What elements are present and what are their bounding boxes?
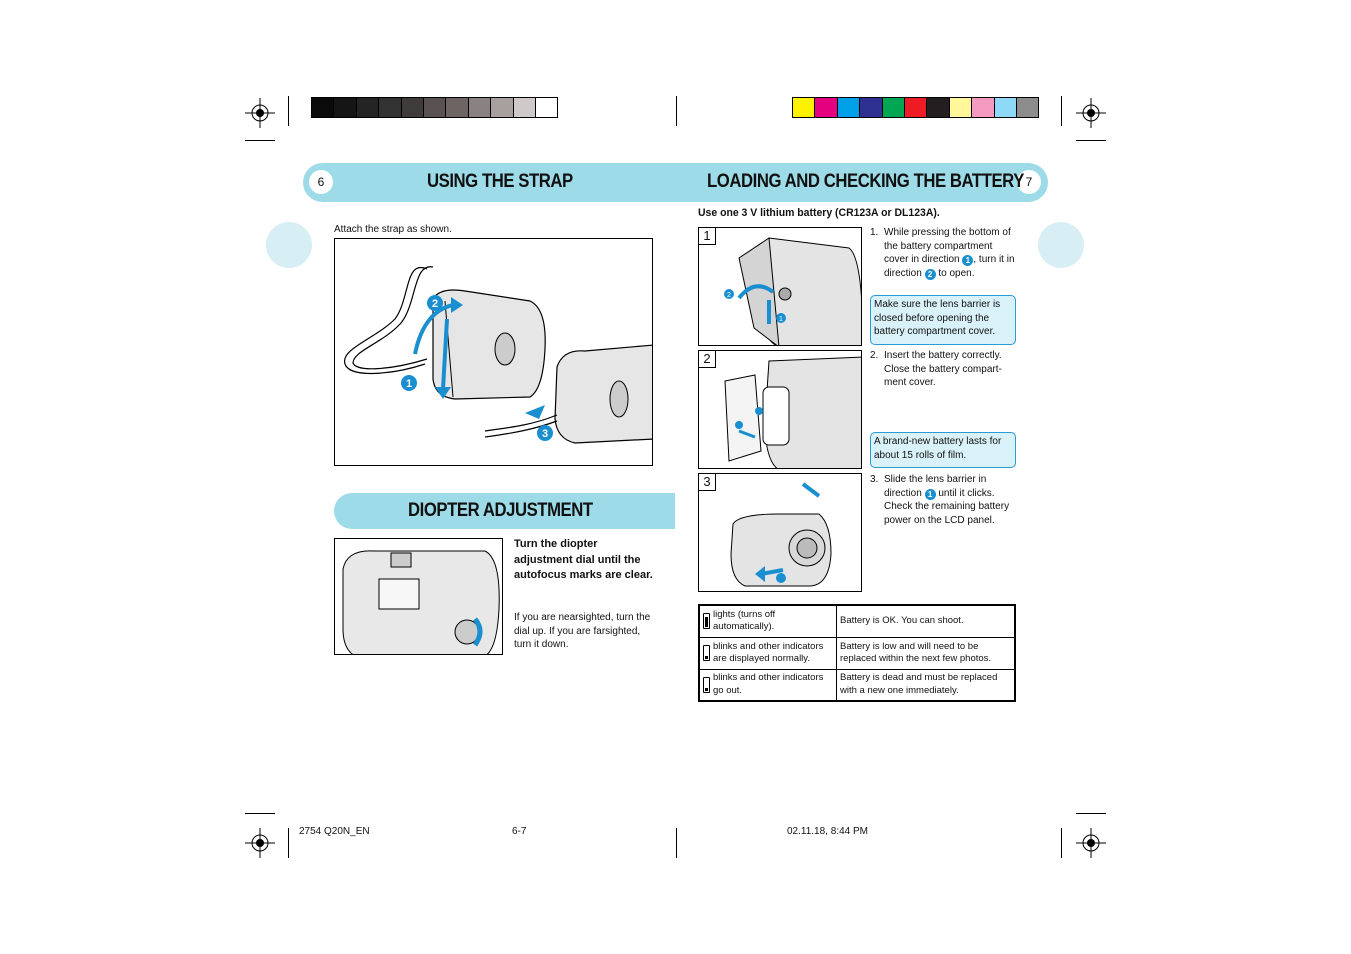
step-2-number: 2 [699,351,716,368]
battery-empty-icon [703,676,710,693]
step-3-illustration: 3 [698,473,862,592]
decorative-circle [266,222,312,268]
color-swatch [355,97,380,118]
diopter-instruction: If you are nearsighted, turn the dial up… [514,612,651,650]
direction-1-badge: 1 [924,488,936,500]
step-2-text: 2. Insert the battery correctly. Close t… [870,350,1002,388]
crop-mark [676,96,677,126]
svg-text:1: 1 [406,378,412,390]
crop-mark [676,828,677,858]
color-swatch [400,97,424,118]
color-swatch [926,97,950,118]
color-swatch [467,97,492,118]
color-swatch [792,97,816,118]
table-row: lights (turns off automatically). Batter… [698,604,1016,638]
meaning-cell: Battery is dead and must be replaced wit… [836,668,1016,702]
battery-low-icon [703,645,710,661]
meaning-cell: Battery is OK. You can shoot. [836,604,1016,638]
color-swatch [445,97,469,118]
direction-1-badge: 1 [962,255,974,266]
color-swatch [814,97,838,118]
color-swatch [904,97,928,118]
footer-date: 02.11.18, 8:44 PM [787,826,868,837]
svg-text:1: 1 [779,316,783,323]
registration-mark-icon [1076,828,1106,858]
page-number-left: 6 [309,170,333,194]
indicator-cell: lights (turns off automatically). [698,604,837,638]
svg-text:2: 2 [432,298,438,310]
lens-barrier-note: Make sure the lens barrier is closed bef… [870,295,1016,345]
indicator-cell: blinks and other indicators go out. [698,668,837,702]
color-swatch [971,97,995,118]
section-title-strap: USING THE STRAP [427,171,573,192]
color-swatch [859,97,883,118]
color-swatch [378,97,402,118]
crop-mark [1061,96,1062,126]
svg-text:3: 3 [542,428,548,440]
battery-full-icon [703,613,710,630]
color-swatch [535,97,559,118]
step-1-number: 1 [699,228,716,245]
diopter-header-bar [334,493,675,529]
crop-mark [288,828,289,858]
svg-text:2: 2 [727,292,731,299]
crop-mark [1076,813,1106,814]
diopter-illustration [334,538,503,655]
page-header-bar [303,163,1048,202]
strap-instruction: Attach the strap as shown. [334,224,452,235]
footer-filename: 2754 Q20N_EN [299,826,370,837]
battery-subtitle: Use one 3 V lithium battery (CR123A or D… [698,207,940,219]
footer-pages: 6-7 [512,826,527,837]
color-swatch [881,97,905,118]
color-swatch [423,97,447,118]
section-title-battery: LOADING AND CHECKING THE BATTERY [707,171,1024,192]
strap-illustration: 2 1 3 [334,238,653,466]
step-1-text: 1. While pressing the bottom of the batt… [870,227,1015,280]
step-3-number: 3 [699,474,716,491]
step-1-illustration: 2 1 1 [698,227,862,346]
color-swatch [512,97,536,118]
diopter-bold-instruction: Turn the diopter adjustment dial until t… [514,538,653,581]
decorative-circle [1038,222,1084,268]
step-2-illustration: 2 [698,350,862,469]
registration-mark-icon [245,828,275,858]
registration-mark-icon [245,98,275,128]
indicator-cell: blinks and other indicators are displaye… [698,636,837,670]
battery-status-table: lights (turns off automatically). Batter… [698,604,1016,702]
table-row: blinks and other indicators are displaye… [698,636,1016,670]
color-swatch [836,97,861,118]
battery-life-note: A brand-new battery lasts for about 15 r… [870,432,1016,468]
table-row: blinks and other indicators go out. Batt… [698,668,1016,702]
color-swatch [490,97,514,118]
registration-mark-icon [1076,98,1106,128]
crop-mark [245,813,275,814]
section-title-diopter: DIOPTER ADJUSTMENT [408,500,593,521]
direction-2-badge: 2 [924,268,936,280]
color-swatch [993,97,1017,118]
crop-mark [288,96,289,126]
color-swatch [948,97,973,118]
crop-mark [1076,140,1106,141]
meaning-cell: Battery is low and will need to be repla… [836,636,1016,670]
color-swatch [311,97,335,118]
crop-mark [245,140,275,141]
page-number-right: 7 [1017,170,1041,194]
crop-mark [1061,828,1062,858]
step-3-text: 3. Slide the lens barrier in direction 1… [870,474,1010,526]
color-swatch [333,97,357,118]
color-swatch [1016,97,1040,118]
